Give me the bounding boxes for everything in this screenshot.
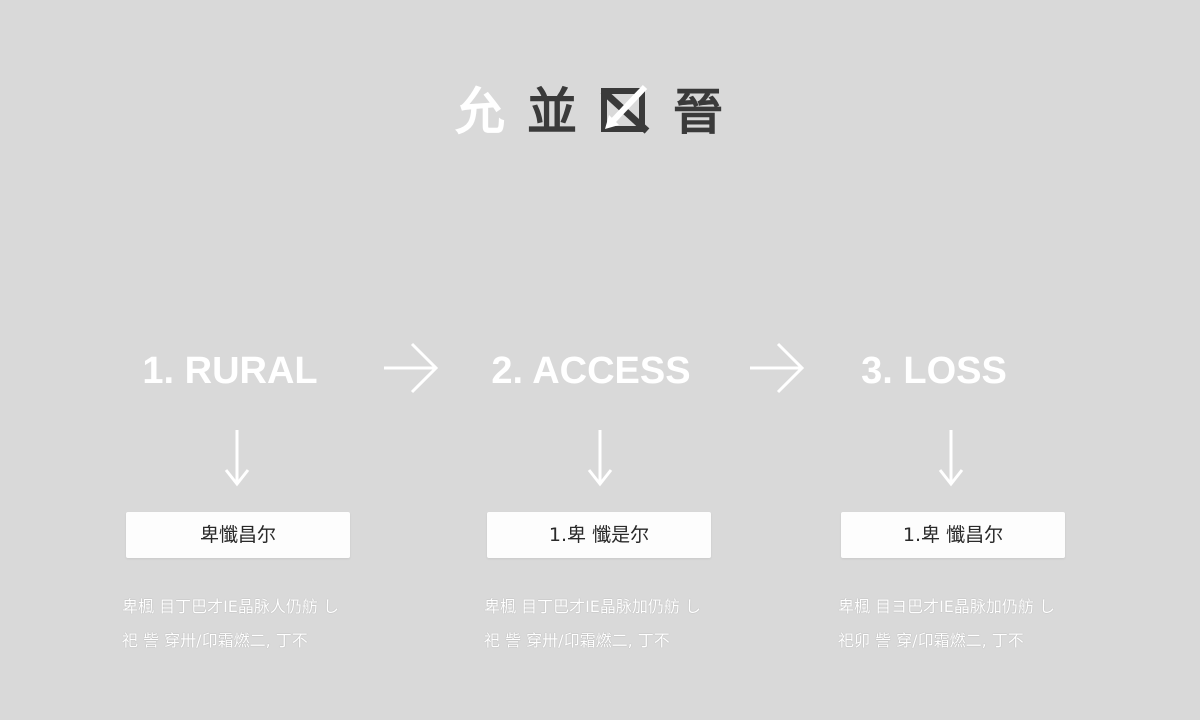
right-arrow-icon	[384, 342, 439, 394]
title-char-4: 晉	[673, 83, 745, 141]
step-2-label: 2. ACCESS	[491, 350, 691, 392]
down-arrow-icon	[938, 430, 964, 487]
step-3-description: 卑楓 目ヨ巴才IE晶脉加仍舫 し 祀卯 訾 穿/卬霜燃二, 丁不	[838, 590, 1088, 658]
down-arrow-icon	[224, 430, 250, 487]
diagram-title: 允並 晉	[0, 72, 1200, 144]
step-2-desc-line-1: 卑楓 目丁巴才IE晶脉加仍舫 し	[484, 597, 702, 616]
step-3-label: 3. LOSS	[861, 350, 1007, 392]
step-2-description: 卑楓 目丁巴才IE晶脉加仍舫 し 祀 訾 穿卅/卬霜燃二, 丁不	[484, 590, 734, 658]
step-3-desc-line-2: 祀卯 訾 穿/卬霜燃二, 丁不	[838, 631, 1024, 650]
step-2-desc-line-2: 祀 訾 穿卅/卬霜燃二, 丁不	[484, 631, 670, 650]
step-1-label: 1. RURAL	[142, 350, 318, 392]
step-1-desc-line-1: 卑楓 目丁巴才IE晶脉人仍舫 し	[122, 597, 340, 616]
down-arrow-icon	[587, 430, 613, 487]
step-1-desc-line-2: 祀 訾 穿卅/卬霜燃二, 丁不	[122, 631, 308, 650]
step-1-box: 卑懺昌尔	[126, 512, 350, 558]
right-arrow-icon	[750, 342, 805, 394]
step-3-box: 1.卑 懺昌尔	[841, 512, 1065, 558]
step-1-description: 卑楓 目丁巴才IE晶脉人仍舫 し 祀 訾 穿卅/卬霜燃二, 丁不	[122, 590, 372, 658]
title-char-2: 並	[527, 83, 599, 141]
step-2-box: 1.卑 懺是尔	[487, 512, 711, 558]
title-char-1: 允	[455, 83, 527, 141]
step-3-desc-line-1: 卑楓 目ヨ巴才IE晶脉加仍舫 し	[838, 597, 1056, 616]
crossed-arrows-icon	[600, 84, 650, 134]
